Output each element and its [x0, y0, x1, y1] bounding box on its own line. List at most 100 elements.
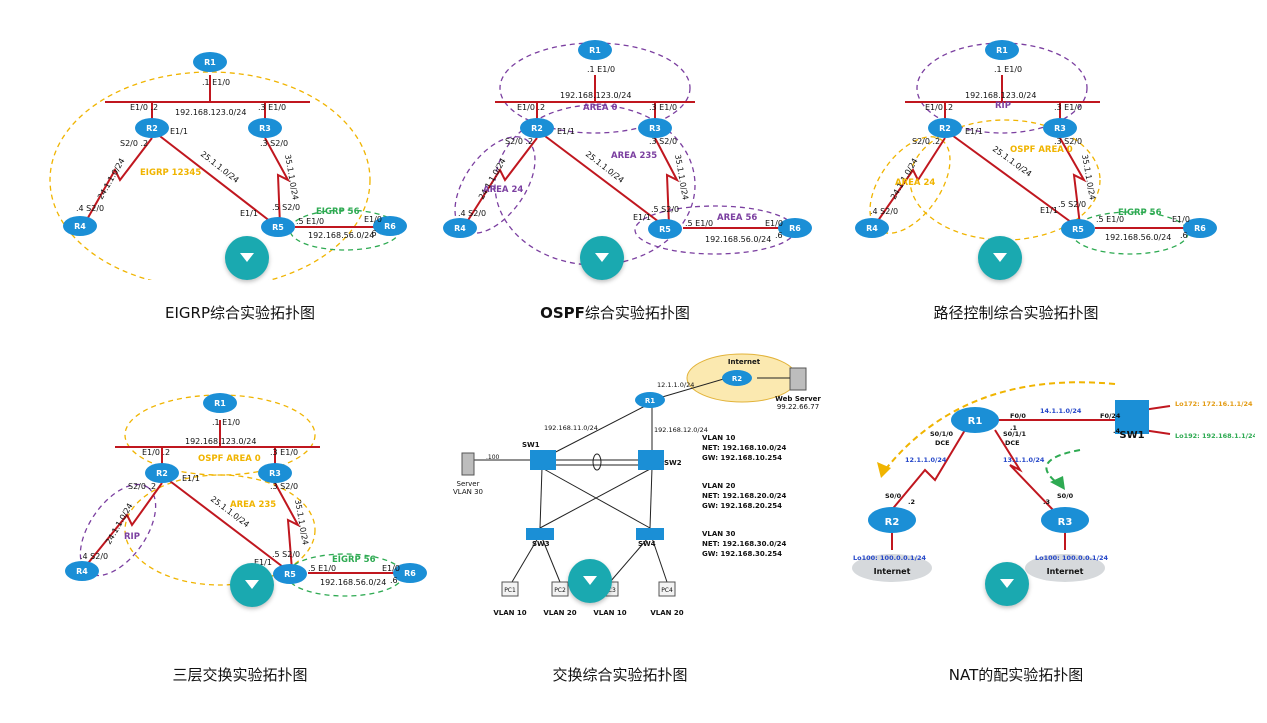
path-control-topology-diagram: R1 R2 R3 R4 R5 R6 .1 E1/0 192.168.123.0/…: [855, 40, 1217, 255]
r5-e11: E1/1: [240, 209, 258, 218]
r2-s00: S0/0: [885, 492, 902, 500]
r5-e10: .5 E1/0: [685, 219, 713, 228]
r2-loopback: Lo100: 100.0.0.1/24: [853, 554, 926, 562]
router-r3: R3: [649, 124, 661, 133]
expand-button[interactable]: [985, 562, 1029, 606]
r2-s20: S2/0 .2: [505, 137, 533, 146]
net-56: 192.168.56.0/24: [705, 235, 771, 244]
router-r5: R5: [1072, 225, 1084, 234]
internet-r3: Internet: [1047, 567, 1084, 576]
caption-path-control: 路径控制综合实验拓扑图: [933, 304, 1099, 322]
card-path-control[interactable]: R1 R2 R3 R4 R5 R6 .1 E1/0 192.168.123.0/…: [840, 30, 1240, 280]
pc4-vlan: VLAN 20: [650, 609, 683, 617]
card-switching[interactable]: Internet Web Server 99.22.66.77: [452, 350, 852, 617]
r5-s20: .5 S2/0: [651, 205, 679, 214]
r6-e10: E1/0: [382, 564, 400, 573]
vlan30-name: VLAN 30: [702, 530, 735, 538]
expand-button[interactable]: [978, 236, 1022, 280]
web-server-ip: 99.22.66.77: [777, 403, 819, 411]
router-r4: R4: [866, 224, 878, 233]
caption-switching: 交换综合实验拓扑图: [552, 666, 688, 684]
expand-button[interactable]: [225, 236, 269, 280]
vlan20-name: VLAN 20: [702, 482, 735, 490]
r2-e11: E1/1: [557, 127, 575, 136]
net-14: 14.1.1.0/24: [1040, 407, 1082, 415]
r1-s010: S0/1/0: [930, 430, 953, 438]
r2-e11: E1/1: [170, 127, 188, 136]
r4-s20: .4 S2/0: [458, 209, 486, 218]
net-56: 192.168.56.0/24: [320, 578, 386, 587]
r1-dce2: DCE: [1005, 439, 1020, 447]
r3-e10: .3 E1/0: [649, 103, 677, 112]
expand-button[interactable]: [580, 236, 624, 280]
vlan30-net: NET: 192.168.30.0/24: [702, 540, 787, 548]
pc2-vlan: VLAN 20: [543, 609, 576, 617]
area-0: AREA 0: [583, 103, 617, 113]
r1-interface: .1 E1/0: [202, 78, 230, 87]
r1-dce1: DCE: [935, 439, 950, 447]
r1-interface: .1 E1/0: [212, 418, 240, 427]
r6-dot: .6: [1180, 231, 1188, 240]
net-12b: 192.168.12.0/24: [654, 426, 708, 434]
router-r5: R5: [284, 570, 296, 579]
r4-s20: .4 S2/0: [76, 204, 104, 213]
area-eigrp-56: EIGRP 56: [316, 207, 360, 217]
lan-network: 192.168.123.0/24: [560, 91, 631, 100]
server-ip: .100: [486, 454, 500, 461]
area-235: AREA 235: [230, 500, 276, 510]
caption-eigrp: EIGRP综合实验拓扑图: [165, 304, 315, 322]
pc2-label: PC2: [554, 587, 566, 594]
r3-s20: .3 S2/0: [1054, 137, 1082, 146]
area-24: AREA 24: [895, 178, 935, 188]
net-56: 192.168.56.0/24: [308, 231, 374, 240]
router-r1: R1: [204, 58, 216, 67]
caption-l3-switch: 三层交换实验拓扑图: [172, 666, 308, 684]
card-nat[interactable]: R1 R2 R3 SW1 Internet Internet Lo100: 10…: [845, 370, 1258, 620]
r2-e10: E1/0 .2: [130, 103, 158, 112]
router-r1: R1: [996, 46, 1008, 55]
device-sw1: SW1: [522, 441, 540, 449]
card-l3-switch[interactable]: R1 R2 R3 R4 R5 R6 .1 E1/0 192.168.123.0/…: [40, 385, 440, 635]
r5-e10: .5 E1/0: [1096, 215, 1124, 224]
web-server-label: Web Server: [775, 395, 821, 403]
caption-ospf-rest: 综合实验拓扑图: [584, 304, 690, 322]
lan-network: 192.168.123.0/24: [965, 91, 1036, 100]
r5-e10: .5 E1/0: [296, 217, 324, 226]
router-r5: R5: [659, 225, 671, 234]
area-56: AREA 56: [717, 213, 757, 223]
net-11: 192.168.11.0/24: [544, 424, 598, 432]
r4-s20: .4 S2/0: [870, 207, 898, 216]
card-ospf[interactable]: R1 R2 R3 R4 R5 R6 .1 E1/0 192.168.123.0/…: [425, 30, 825, 280]
router-r2: R2: [531, 124, 543, 133]
vlan30-gw: GW: 192.168.30.254: [702, 550, 782, 558]
lo172: Lo172: 172.16.1.1/24: [1175, 400, 1253, 408]
r2-s20: S2/0 .2: [128, 482, 156, 491]
pc1-vlan: VLAN 10: [493, 609, 526, 617]
expand-button[interactable]: [230, 563, 274, 607]
router-r3: R3: [1058, 517, 1073, 528]
router-r2: R2: [885, 517, 900, 528]
sw1-f024: F0/24: [1100, 412, 1121, 420]
eigrp-topology-diagram: R1 R2 R3 R4 R5 R6 .1 E1/0 192.168.123.0/…: [49, 52, 407, 289]
pc4-label: PC4: [661, 587, 673, 594]
r5-e10: .5 E1/0: [308, 564, 336, 573]
switching-topology-diagram: Internet Web Server 99.22.66.77: [453, 353, 821, 617]
area-eigrp-12345: EIGRP 12345: [140, 168, 201, 178]
vlan10-net: NET: 192.168.10.0/24: [702, 444, 787, 452]
r1-f00: F0/0: [1010, 412, 1026, 420]
internet-r2: Internet: [874, 567, 911, 576]
router-r6: R6: [789, 224, 801, 233]
r6-dot: .6: [369, 229, 377, 238]
router-r6: R6: [1194, 224, 1206, 233]
card-eigrp[interactable]: R1 R2 R3 R4 R5 R6 .1 E1/0 192.168.123.0/…: [40, 30, 440, 289]
expand-button[interactable]: [568, 559, 612, 603]
r6-dot: .6: [390, 576, 398, 585]
device-sw2: SW2: [664, 459, 682, 467]
r1-dot1: .1: [1010, 424, 1017, 432]
lo192: Lo192: 192.168.1.1/24: [1175, 432, 1255, 440]
router-r1: R1: [589, 46, 601, 55]
lan-network: 192.168.123.0/24: [175, 108, 246, 117]
area-235: AREA 235: [611, 151, 657, 161]
server-label: Server: [457, 480, 480, 488]
area-24: AREA 24: [483, 185, 523, 195]
